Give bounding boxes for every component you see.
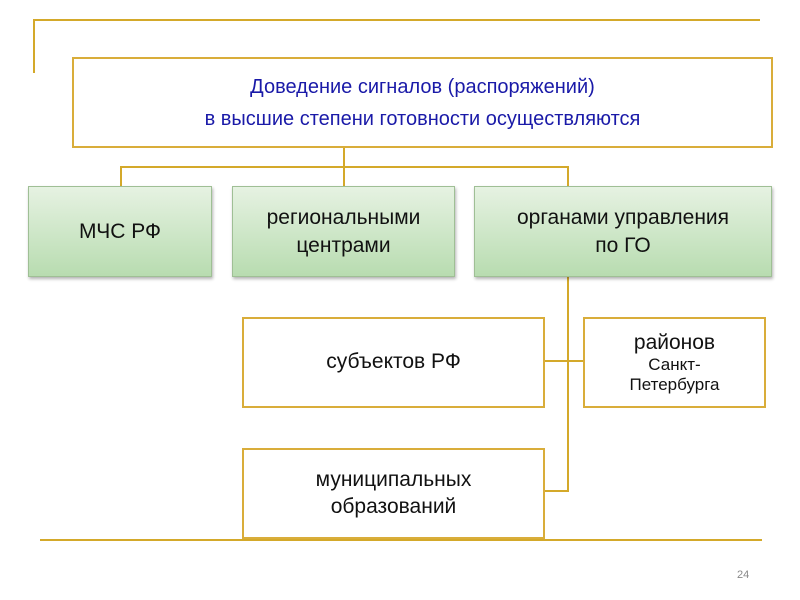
title-box: Доведение сигналов (распоряжений) в высш… [72, 57, 773, 148]
box-subjects: субъектов РФ [242, 317, 545, 408]
connector [343, 147, 345, 168]
page-number: 24 [737, 569, 750, 581]
connector [567, 166, 569, 186]
connector [343, 166, 345, 186]
title-line-1: Доведение сигналов (распоряжений) [250, 75, 595, 98]
box-label: Санкт- [648, 354, 701, 374]
title-line-2: в высшие степени готовности осуществляют… [204, 107, 641, 130]
box-municipal: муниципальных образований [242, 448, 545, 539]
box-label: органами управления [516, 206, 730, 230]
box-label: центрами [296, 233, 391, 257]
box-label: по ГО [595, 233, 651, 257]
connector [120, 166, 122, 186]
box-regional-centers: региональными центрами [232, 186, 455, 277]
decor-line-top [33, 19, 760, 21]
connector [567, 277, 569, 492]
box-label: региональными [266, 206, 421, 230]
box-mchs: МЧС РФ [28, 186, 212, 277]
box-label: районов [633, 330, 716, 354]
box-label: МЧС РФ [79, 219, 161, 243]
decor-line-bottom [40, 539, 762, 541]
box-spb-districts: районов Санкт- Петербурга [583, 317, 766, 408]
box-label: образований [330, 494, 457, 518]
box-go-authorities: органами управления по ГО [474, 186, 772, 277]
decor-line-left [33, 19, 35, 73]
connector [545, 360, 584, 362]
box-label: муниципальных [315, 468, 472, 492]
box-label: Петербурга [629, 375, 720, 395]
connector [545, 490, 569, 492]
box-label: субъектов РФ [326, 350, 461, 374]
